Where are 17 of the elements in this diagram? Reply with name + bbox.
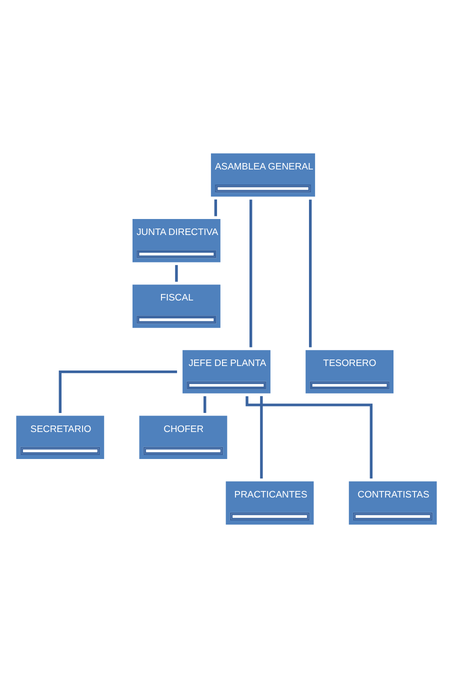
connector xyxy=(214,198,218,216)
connector xyxy=(175,264,178,282)
node-box: SECRETARIO xyxy=(16,415,104,458)
node-box: TESORERO xyxy=(306,350,394,393)
connector xyxy=(249,199,252,347)
node-box: CONTRATISTAS xyxy=(348,480,437,524)
connector xyxy=(308,199,312,347)
connector xyxy=(260,396,263,478)
connector xyxy=(58,370,178,412)
connector xyxy=(246,396,373,478)
connector xyxy=(204,396,206,412)
node-box: ASAMBLEA GENERAL xyxy=(210,152,316,196)
node-box: PRACTICANTES xyxy=(226,480,314,524)
node-box: JEFE DE PLANTA xyxy=(182,350,270,393)
node-box: CHOFER xyxy=(139,415,228,458)
node-box: FISCAL xyxy=(132,284,220,328)
node-box: JUNTA DIRECTIVA xyxy=(132,218,220,262)
